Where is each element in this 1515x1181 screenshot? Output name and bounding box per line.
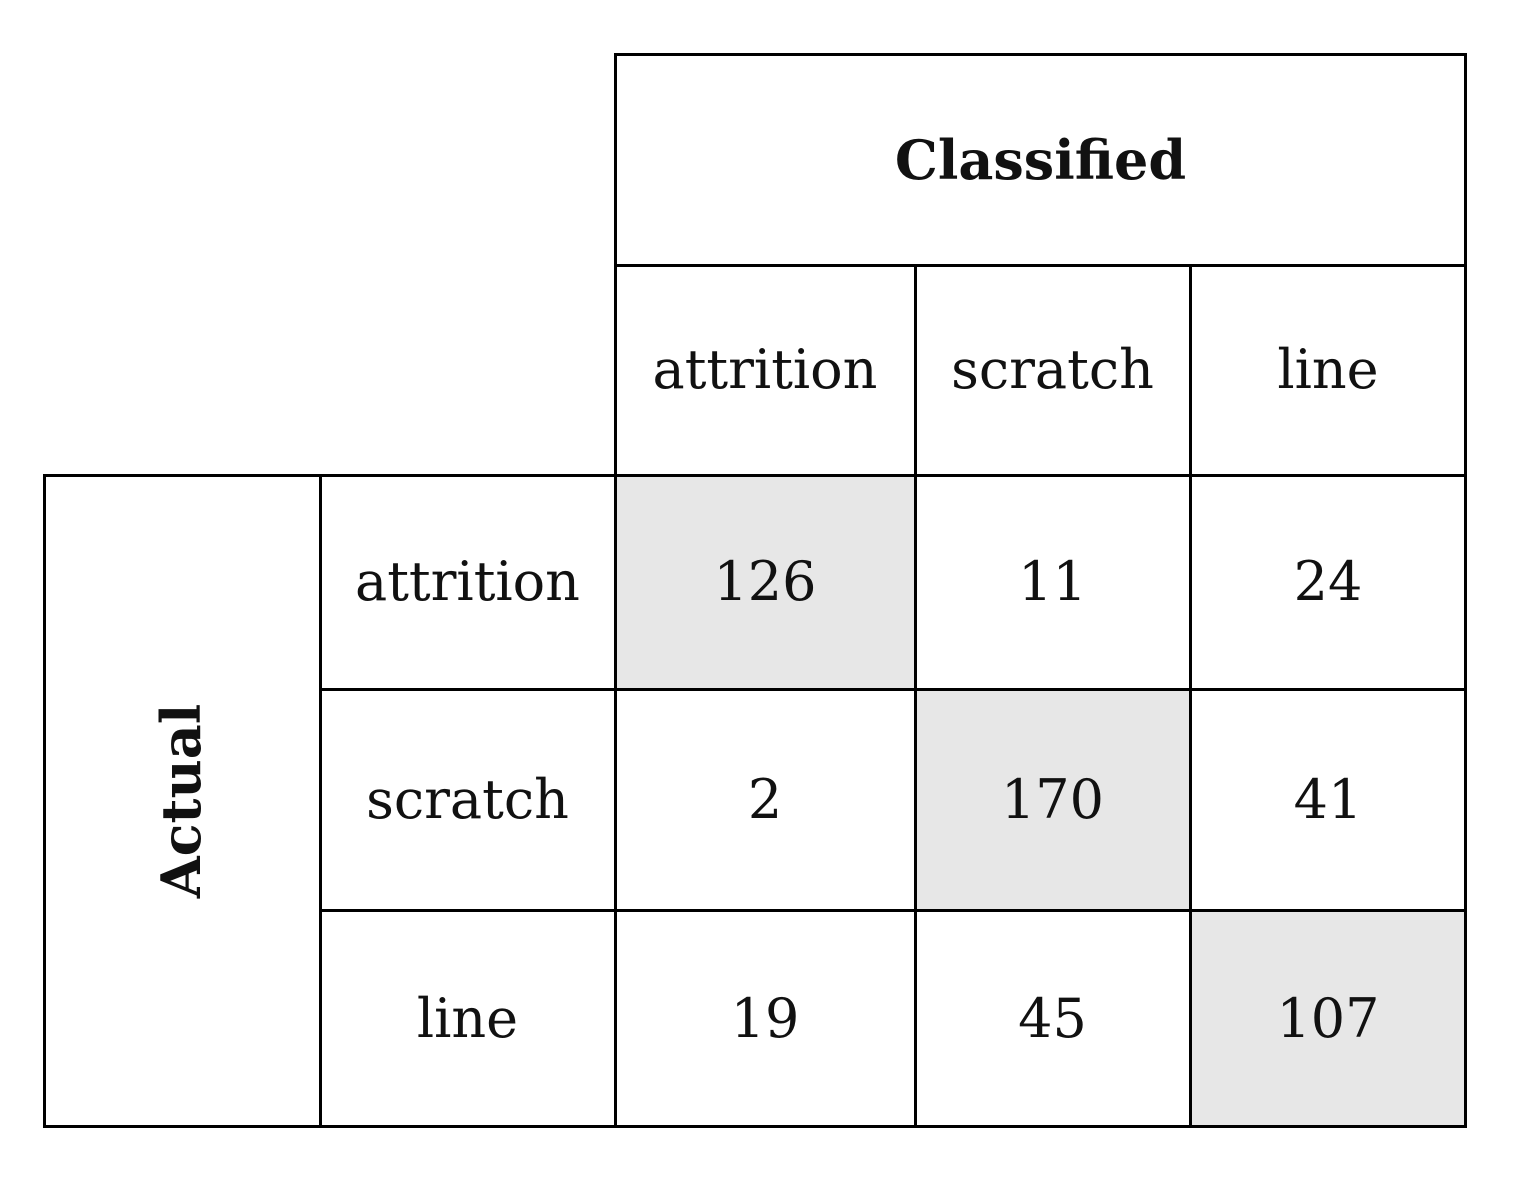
actual-header-text: Actual [149, 703, 214, 899]
cell-attrition-line: 24 [1293, 550, 1363, 613]
grid-line [319, 475, 322, 1128]
grid-line [614, 53, 617, 1128]
column-header-scratch: scratch [951, 338, 1154, 401]
grid-line [43, 474, 1467, 477]
cell-line-scratch: 45 [1018, 986, 1087, 1050]
cell-attrition-attrition: 126 [713, 550, 817, 613]
grid-line [1189, 265, 1192, 1128]
cell-line-line: 107 [1276, 986, 1380, 1050]
column-header-line: line [1277, 338, 1379, 401]
actual-header: Actual [43, 475, 320, 1127]
cell-scratch-line: 41 [1293, 767, 1363, 831]
cell-scratch-scratch: 170 [1000, 767, 1105, 831]
row-label-scratch: scratch [366, 767, 569, 831]
cell-line-attrition: 19 [730, 986, 800, 1050]
diagonal-highlight-attrition [617, 476, 914, 688]
grid-line [43, 1125, 1467, 1128]
grid-line [614, 53, 1467, 56]
cell-attrition-scratch: 11 [1018, 550, 1087, 613]
column-header-attrition: attrition [652, 338, 878, 401]
grid-line [319, 909, 1467, 912]
classified-header: Classified [894, 128, 1187, 192]
grid-line [614, 264, 1467, 267]
diagonal-highlight-line [1191, 911, 1464, 1126]
cell-scratch-attrition: 2 [747, 767, 783, 831]
diagonal-highlight-scratch [916, 690, 1189, 909]
grid-line [43, 475, 46, 1128]
grid-line [914, 265, 917, 1128]
grid-line [319, 688, 1467, 691]
grid-line [1464, 53, 1467, 1128]
row-label-attrition: attrition [355, 550, 580, 613]
row-label-line: line [416, 986, 519, 1050]
